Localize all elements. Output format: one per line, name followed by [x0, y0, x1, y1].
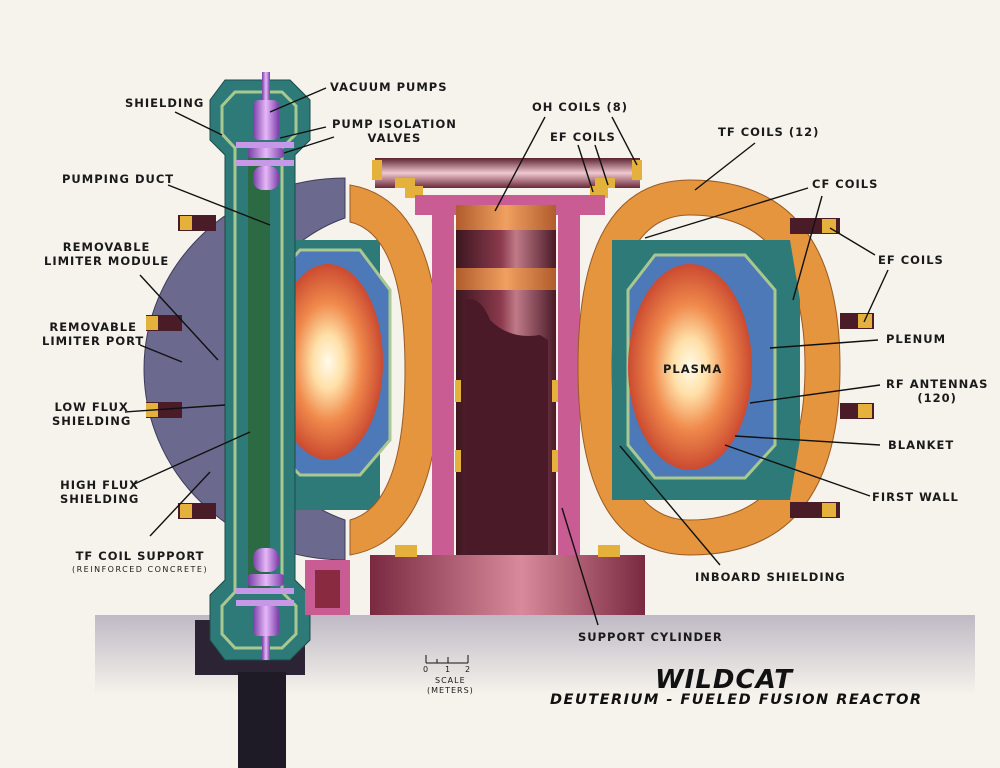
label-first-wall: FIRST WALL: [872, 490, 959, 504]
label-shielding: SHIELDING: [125, 96, 205, 110]
label-pump-isolation-line2: VALVES: [367, 131, 422, 145]
central-structure: [305, 158, 645, 615]
label-plenum: PLENUM: [886, 332, 947, 346]
label-vacuum-pumps: VACUUM PUMPS: [330, 80, 448, 94]
diagram-title: WILDCAT: [655, 665, 793, 695]
label-low-flux-shielding: LOW FLUX SHIELDING: [52, 400, 131, 428]
label-pump-isolation-valves: PUMP ISOLATION VALVES: [332, 117, 457, 145]
label-blanket: BLANKET: [888, 438, 955, 452]
leader-lines: [124, 87, 889, 626]
label-support-cylinder: SUPPORT CYLINDER: [578, 630, 723, 644]
left-tf-coil: [349, 184, 441, 556]
label-inboard-shielding: INBOARD SHIELDING: [695, 570, 846, 584]
label-ef-coils-top: EF COILS: [550, 130, 616, 144]
label-high-flux-shielding: HIGH FLUX SHIELDING: [60, 478, 139, 506]
label-lfs-line1: LOW FLUX: [54, 400, 129, 414]
label-removable-limiter-port: REMOVABLE LIMITER PORT: [42, 320, 144, 348]
label-tf-coil-support: TF COIL SUPPORT (REINFORCED CONCRETE): [72, 549, 208, 577]
label-rf-line1: RF ANTENNAS: [886, 377, 989, 391]
right-plasma: [628, 264, 752, 470]
pumping-column: [209, 72, 311, 661]
label-rf-antennas: RF ANTENNAS (120): [886, 377, 988, 405]
label-tfcs-line1: TF COIL SUPPORT: [75, 549, 205, 563]
label-pumping-duct: PUMPING DUCT: [62, 172, 175, 186]
label-tf-coils: TF COILS (12): [718, 125, 820, 139]
label-lfs-line2: SHIELDING: [52, 414, 132, 428]
label-tfcs-note: (REINFORCED CONCRETE): [72, 565, 209, 574]
label-removable-limiter-module: REMOVABLE LIMITER MODULE: [44, 240, 169, 268]
label-ef-coils-right: EF COILS: [878, 253, 944, 267]
label-rlm-line2: LIMITER MODULE: [44, 254, 170, 268]
label-cf-coils: CF COILS: [812, 177, 879, 191]
label-pump-isolation-line1: PUMP ISOLATION: [332, 117, 457, 131]
label-rf-line2: (120): [917, 391, 957, 405]
label-hfs-line2: SHIELDING: [60, 492, 140, 506]
label-plasma: PLASMA: [663, 362, 723, 376]
left-plasma: [273, 264, 383, 460]
diagram-subtitle: DEUTERIUM - FUELED FUSION REACTOR: [550, 692, 923, 708]
ef-coils-left: [146, 215, 216, 519]
label-hfs-line1: HIGH FLUX: [60, 478, 140, 492]
scale-tick-2: 2: [465, 665, 472, 674]
scale-bar: [425, 655, 469, 664]
label-rlp-line2: LIMITER PORT: [42, 334, 145, 348]
scale-tick-0: 0: [423, 665, 430, 674]
label-oh-coils: OH COILS (8): [532, 100, 629, 114]
scale-tick-1: 1: [445, 665, 452, 674]
scale-label: SCALE: [435, 676, 466, 685]
label-rlp-line1: REMOVABLE: [49, 320, 137, 334]
scale-unit: (METERS): [427, 686, 474, 695]
label-rlm-line1: REMOVABLE: [62, 240, 151, 254]
